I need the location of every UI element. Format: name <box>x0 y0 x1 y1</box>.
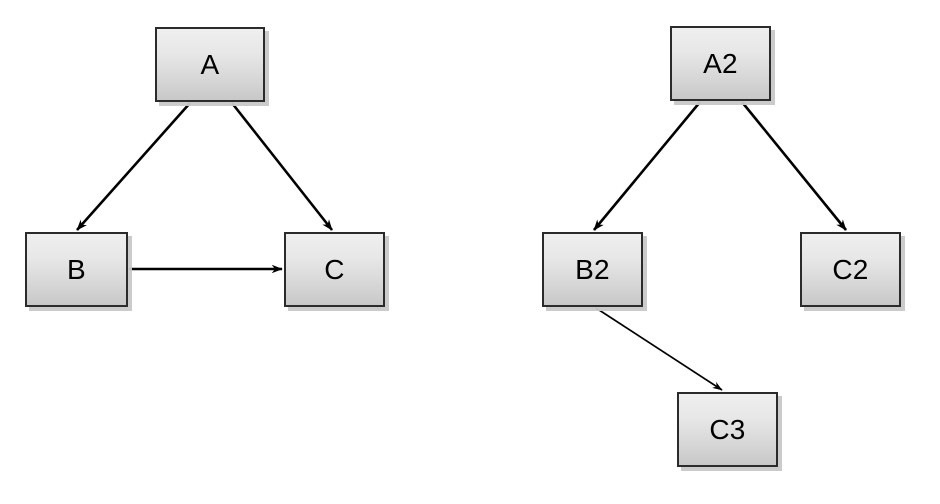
node-label-c3: C3 <box>709 413 746 445</box>
node-a2[interactable]: A2 <box>670 26 771 101</box>
node-c3[interactable]: C3 <box>677 392 778 467</box>
node-b[interactable]: B <box>25 232 128 307</box>
edge-a2-to-c2 <box>740 101 848 231</box>
edge-a2-to-b2 <box>592 101 702 231</box>
node-label-b2: B2 <box>575 253 610 285</box>
node-label-c: C <box>324 253 345 285</box>
node-a[interactable]: A <box>155 27 265 102</box>
node-b2[interactable]: B2 <box>542 232 643 307</box>
edge-a-to-c <box>230 102 334 231</box>
edge-b2-to-c3 <box>595 307 723 391</box>
node-label-a: A <box>200 48 220 80</box>
node-c2[interactable]: C2 <box>800 232 901 307</box>
edge-a-to-b <box>76 102 191 231</box>
node-c[interactable]: C <box>284 232 385 307</box>
node-label-b: B <box>67 253 86 285</box>
node-label-a2: A2 <box>703 47 738 79</box>
node-label-c2: C2 <box>832 253 869 285</box>
